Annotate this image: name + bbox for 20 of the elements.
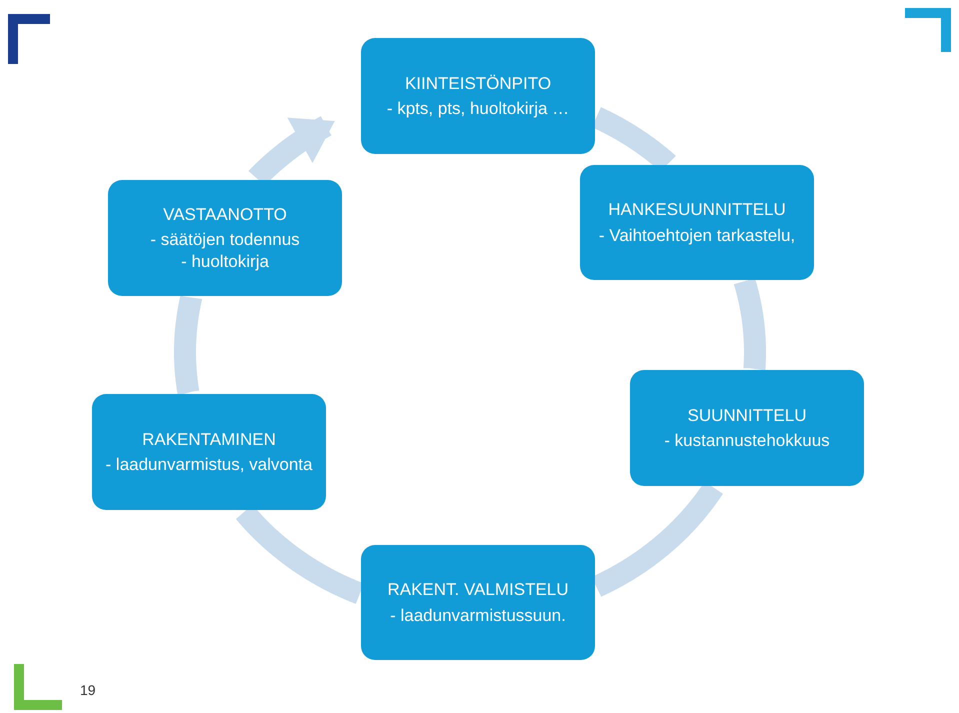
process-box <box>108 180 342 296</box>
box-heading: HANKESUUNNITTELU <box>608 199 786 220</box>
box-text: - kpts, pts, huoltokirja … <box>386 98 570 120</box>
box-heading: SUUNNITTELU <box>687 404 806 426</box>
process-box <box>580 165 814 280</box>
box-text: - säätöjen todennus <box>150 229 300 251</box>
page-number: 19 <box>80 682 96 698</box>
box-heading: KIINTEISTÖNPITO <box>404 72 552 94</box>
box-heading: VASTAANOTTO <box>163 204 287 226</box>
box-text: - kustannustehokkuus <box>664 430 830 452</box>
box-heading: RAKENT. VALMISTELU <box>387 579 569 600</box>
box-heading: RAKENTAMINEN <box>142 428 276 450</box>
box-text: - laadunvarmistus, valvonta <box>106 454 312 476</box>
box-text: - laadunvarmistussuun. <box>390 604 566 626</box>
box-text: - Vaihtoehtojen tarkastelu, <box>598 224 796 246</box>
process-box <box>630 370 864 486</box>
process-box <box>92 394 326 510</box>
process-box <box>361 545 595 660</box>
box-text: - huoltokirja <box>181 250 269 272</box>
process-box <box>361 38 595 154</box>
